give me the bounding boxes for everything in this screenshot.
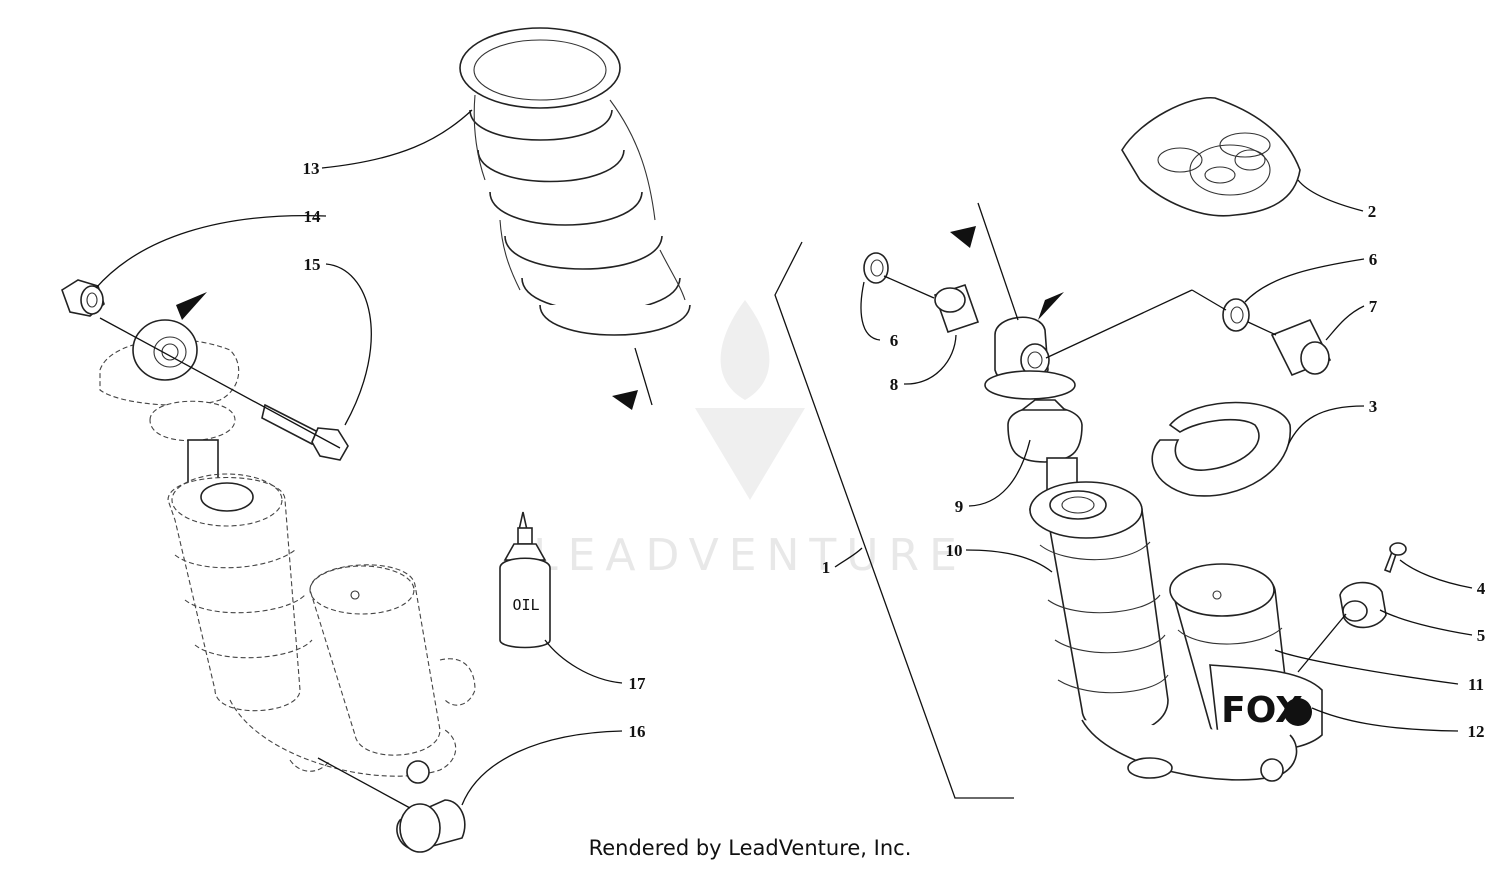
callout-3: 3 — [1369, 397, 1378, 416]
sleeve — [933, 283, 980, 334]
bottom-bridge — [1081, 719, 1298, 782]
callout-6-left: 6 — [890, 331, 899, 350]
view-arrow — [176, 292, 207, 320]
bushing — [396, 799, 466, 853]
footer-credit: Rendered by LeadVenture, Inc. — [588, 836, 912, 860]
leader-lines — [95, 109, 1473, 806]
fox-decal: FOX — [1209, 664, 1323, 751]
callout-7: 7 — [1369, 297, 1378, 316]
watermark-text: LEADVENTURE — [533, 530, 967, 581]
assembly-bracket — [774, 241, 1014, 799]
callout-11: 11 — [1468, 675, 1484, 694]
shock-body — [1029, 481, 1169, 735]
coil-spring — [459, 27, 691, 336]
callout-9: 9 — [955, 497, 964, 516]
washer — [863, 252, 889, 284]
view-arrow — [612, 390, 638, 410]
seal-kit — [1121, 97, 1301, 217]
spring-retainer — [1151, 401, 1291, 497]
callout-6-right: 6 — [1369, 250, 1378, 269]
top-eye — [984, 316, 1076, 400]
nut — [61, 279, 105, 317]
callout-2: 2 — [1368, 202, 1377, 221]
callout-12: 12 — [1468, 722, 1485, 741]
callout-16: 16 — [629, 722, 646, 741]
sleeve-axis-line — [1247, 321, 1277, 336]
callout-14: 14 — [304, 207, 322, 226]
bolt-axis-line — [99, 317, 341, 449]
callout-15: 15 — [304, 255, 321, 274]
bolt — [261, 403, 349, 461]
sleeve-axis-line — [883, 275, 935, 299]
bump-stop — [1007, 399, 1083, 463]
bushing-axis-line — [317, 757, 411, 809]
callout-5: 5 — [1477, 626, 1486, 645]
oil-bottle: OIL — [499, 511, 551, 649]
oil-label: OIL — [512, 596, 539, 614]
callout-8: 8 — [890, 375, 899, 394]
screw — [1383, 542, 1407, 574]
callout-1: 1 — [822, 558, 831, 577]
knob-axis-line — [1297, 613, 1347, 673]
view-arrow — [950, 226, 976, 248]
view-arrow — [1038, 292, 1064, 320]
callout-10: 10 — [946, 541, 963, 560]
shock-assembly-ghost — [99, 319, 476, 784]
callout-4: 4 — [1477, 579, 1486, 598]
washer — [1222, 298, 1250, 332]
callout-labels: 13 14 15 17 16 2 6 6 7 8 3 9 1 10 4 5 11… — [303, 159, 1486, 741]
callout-13: 13 — [303, 159, 320, 178]
adjuster-knob — [1339, 581, 1387, 629]
sleeve — [1270, 318, 1332, 377]
callout-17: 17 — [629, 674, 647, 693]
watermark: LEADVENTURE — [533, 300, 967, 581]
top-eye-axis-line — [1045, 289, 1193, 359]
